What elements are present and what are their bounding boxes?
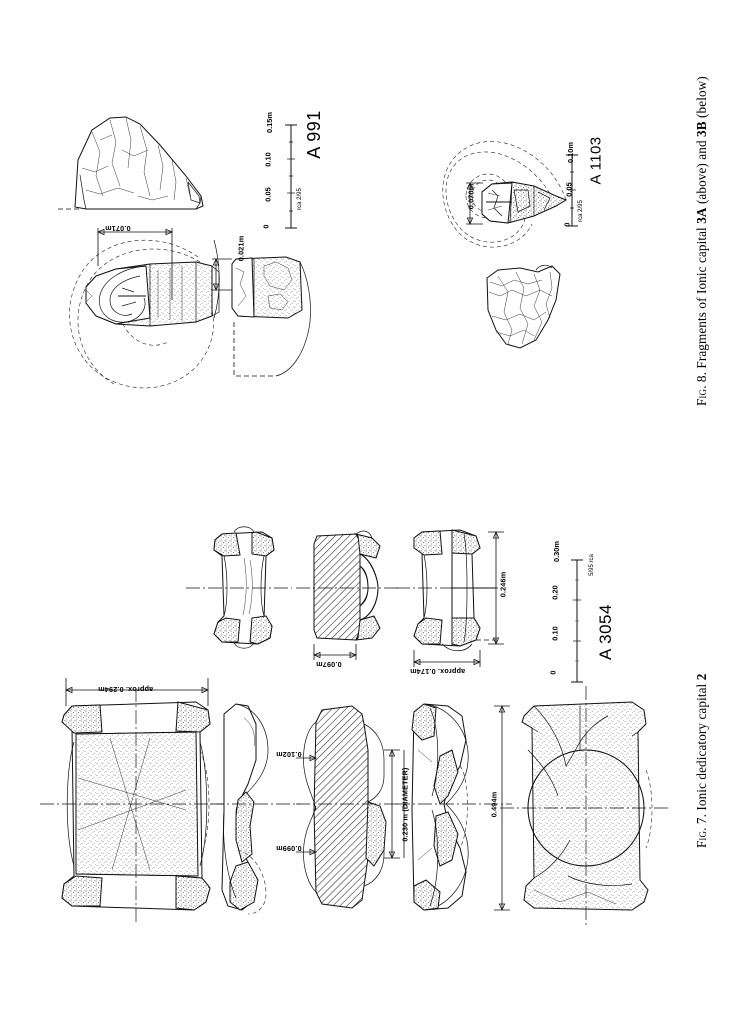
dimension-0097m: 0.097m [316,660,342,669]
capital-2-bottom-view-3 [296,705,400,909]
inventory-number-a991: A 991 [303,110,324,159]
figure-7-caption: Fig. 7. Ionic dedicatory capital 2 [694,674,710,848]
figure-8-text-b: (above) and [694,136,709,208]
capital-2-top-view-c [396,529,504,667]
fragment-3a-scale-bar [285,124,297,229]
capital-2-top-view-a [186,526,292,649]
figure-7-text: Ionic dedicatory capital [694,680,709,811]
figure-8-label-3b: 3B [694,121,709,137]
scale-tick-3a-010: 0.10 [263,152,273,167]
fragment-3b-broken-block [486,264,561,349]
capital-2-bottom-view-5 [500,686,668,926]
figure-8-label-3a: 3A [694,207,709,224]
scale-tick-2-030: 0.30m [551,541,561,562]
capital-2-scale-bar [571,559,583,683]
dimension-0246m: 0.246m [498,571,508,598]
dimension-0230m-diameter: 0.230 m (DIAMETER) [400,767,410,842]
capital-2-bottom-view-2 [210,703,300,915]
scale-tick-2-010: 0.10 [550,626,560,641]
draughtsman-signature-3b: rca 2/95 [577,200,584,222]
dimension-0099m: 0.099m [276,844,302,853]
fragment-3b-scale-bar [566,154,578,227]
dimension-approx-0294m: approx. 0.294m [98,685,154,694]
dimension-0021m: 0.021m [236,235,246,262]
figure-8-text-c: (below) [694,76,709,122]
fig-7-drawing [40,526,668,926]
scale-tick-3a-0: 0 [261,224,271,229]
fig-8-drawing [58,116,578,389]
figure-7-number: Fig. 7. [694,813,709,848]
fragment-3b-volute-plan [442,141,568,248]
scale-tick-3a-005: 0.05 [263,187,273,202]
dimension-approx-0174m: approx. 0.174m [410,667,466,676]
figure-8-number: Fig. 8. [694,371,709,406]
scale-tick-3b-005: 0.05 [564,182,574,197]
figure-8-text-a: Fragments of Ionic capital [694,223,709,369]
figure-7-label-2: 2 [694,673,709,681]
fragment-3a-end-section [212,256,311,377]
fragment-3a-elevation [58,116,204,210]
dimension-0071m: 0.071m [105,224,131,233]
dimension-0070m: 0.070m [466,183,476,210]
scale-tick-2-0: 0 [548,670,558,675]
dimension-0102m: 0.102m [276,750,302,759]
capital-2-bottom-view-4 [396,703,512,912]
inventory-number-a1103: A 1103 [587,136,605,185]
draughtsman-signature-2: 5/95 rca [588,554,595,576]
fragment-3a-volute-plan [69,228,220,389]
scale-tick-3a-015: 0.15m [264,112,274,133]
scale-tick-3b-010: 0.10m [565,142,575,163]
capital-2-top-view-b [296,530,400,660]
dimension-0494m: 0.494m [489,791,499,818]
draughtsman-signature-3a: rca 2/95 [296,188,303,210]
inventory-number-a3054: A 3054 [595,604,615,660]
scale-tick-3b-0: 0 [562,222,572,227]
figure-8-caption: Fig. 8. Fragments of Ionic capital 3A (a… [694,76,710,406]
scale-tick-2-020: 0.20 [550,585,560,600]
capital-2-bottom-view-1 [40,678,230,922]
